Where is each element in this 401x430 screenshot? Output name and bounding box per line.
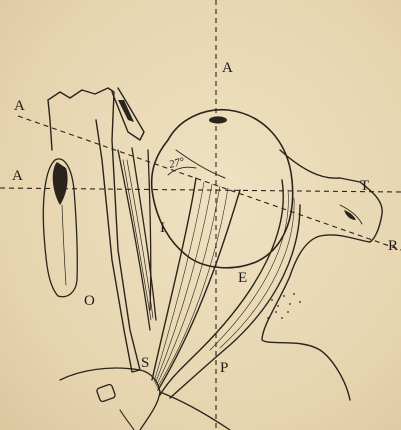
label-p: P xyxy=(220,360,228,376)
label-r: R xyxy=(388,238,398,254)
label-i: I xyxy=(160,220,165,236)
label-a-left-lower: A xyxy=(12,168,23,184)
cornea-mark xyxy=(209,116,227,123)
label-e: E xyxy=(238,270,247,286)
muscle-bundle-long xyxy=(152,178,240,390)
nerve-cross-section xyxy=(96,384,116,403)
label-a-top: A xyxy=(222,60,233,76)
apex-structures xyxy=(60,368,230,430)
label-a-left-upper: A xyxy=(14,98,25,114)
lacrimal-structure xyxy=(43,159,77,297)
muscle-bundle-i xyxy=(118,148,156,330)
oblique-axis-line xyxy=(18,116,401,250)
label-t: T xyxy=(360,178,369,194)
muscle-bundle-e xyxy=(160,180,300,398)
label-o: O xyxy=(84,293,95,309)
orbital-wall-block xyxy=(48,88,140,372)
label-s: S xyxy=(141,355,149,371)
tendon-stub xyxy=(112,88,144,140)
label-angle: 27° xyxy=(168,155,186,171)
